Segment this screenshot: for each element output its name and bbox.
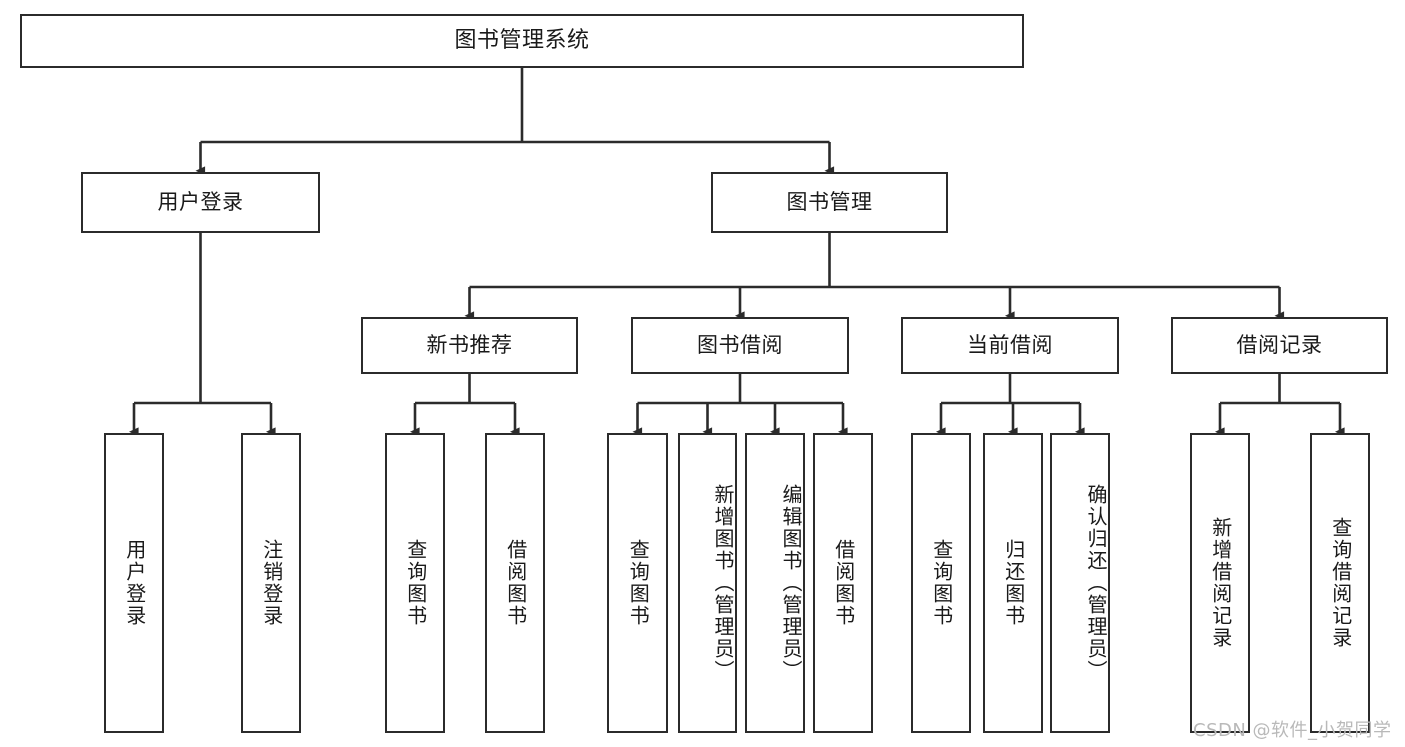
node-leaf-query-book-2[interactable]: 查询图书: [607, 433, 668, 733]
node-label: 当前借阅: [967, 332, 1053, 357]
node-label: 查询图书: [403, 539, 428, 627]
node-label: 借阅图书: [503, 539, 528, 627]
node-label: 用户登录: [157, 189, 244, 214]
node-label: 图书管理系统: [454, 27, 590, 53]
node-root[interactable]: 图书管理系统: [20, 14, 1024, 68]
node-label: 确认归还（管理员）: [1084, 484, 1108, 682]
node-label: 图书管理: [786, 189, 873, 214]
node-label: 归还图书: [1001, 539, 1026, 627]
node-label: 图书借阅: [697, 332, 783, 357]
node-leaf-edit-book[interactable]: 编辑图书（管理员）: [745, 433, 805, 733]
node-label: 新增借阅记录: [1208, 517, 1233, 649]
node-label: 借阅记录: [1236, 332, 1323, 357]
node-label: 用户登录: [122, 539, 147, 627]
node-leaf-query-book-1[interactable]: 查询图书: [385, 433, 445, 733]
node-leaf-query-record[interactable]: 查询借阅记录: [1310, 433, 1370, 733]
node-leaf-confirm-return[interactable]: 确认归还（管理员）: [1050, 433, 1110, 733]
node-user-login[interactable]: 用户登录: [81, 172, 320, 233]
node-book-manage[interactable]: 图书管理: [711, 172, 948, 233]
node-label: 编辑图书（管理员）: [779, 484, 803, 682]
node-leaf-borrow-book-1[interactable]: 借阅图书: [485, 433, 545, 733]
node-current-borrow[interactable]: 当前借阅: [901, 317, 1119, 374]
node-new-book-rec[interactable]: 新书推荐: [361, 317, 578, 374]
node-leaf-query-book-3[interactable]: 查询图书: [911, 433, 971, 733]
node-leaf-add-book[interactable]: 新增图书（管理员）: [678, 433, 737, 733]
node-label: 查询借阅记录: [1328, 517, 1353, 649]
node-label: 借阅图书: [831, 539, 856, 627]
node-leaf-logout[interactable]: 注销登录: [241, 433, 301, 733]
node-leaf-return-book[interactable]: 归还图书: [983, 433, 1043, 733]
node-leaf-user-login[interactable]: 用户登录: [104, 433, 164, 733]
node-label: 查询图书: [929, 539, 954, 627]
node-label: 新书推荐: [426, 332, 513, 357]
node-book-borrow[interactable]: 图书借阅: [631, 317, 849, 374]
node-leaf-borrow-book-2[interactable]: 借阅图书: [813, 433, 873, 733]
node-label: 注销登录: [259, 539, 284, 627]
node-leaf-add-record[interactable]: 新增借阅记录: [1190, 433, 1250, 733]
node-label: 新增图书（管理员）: [711, 484, 735, 682]
csdn-watermark: CSDN @软件_小贺同学: [1193, 720, 1392, 741]
node-borrow-record[interactable]: 借阅记录: [1171, 317, 1388, 374]
node-label: 查询图书: [626, 539, 651, 627]
